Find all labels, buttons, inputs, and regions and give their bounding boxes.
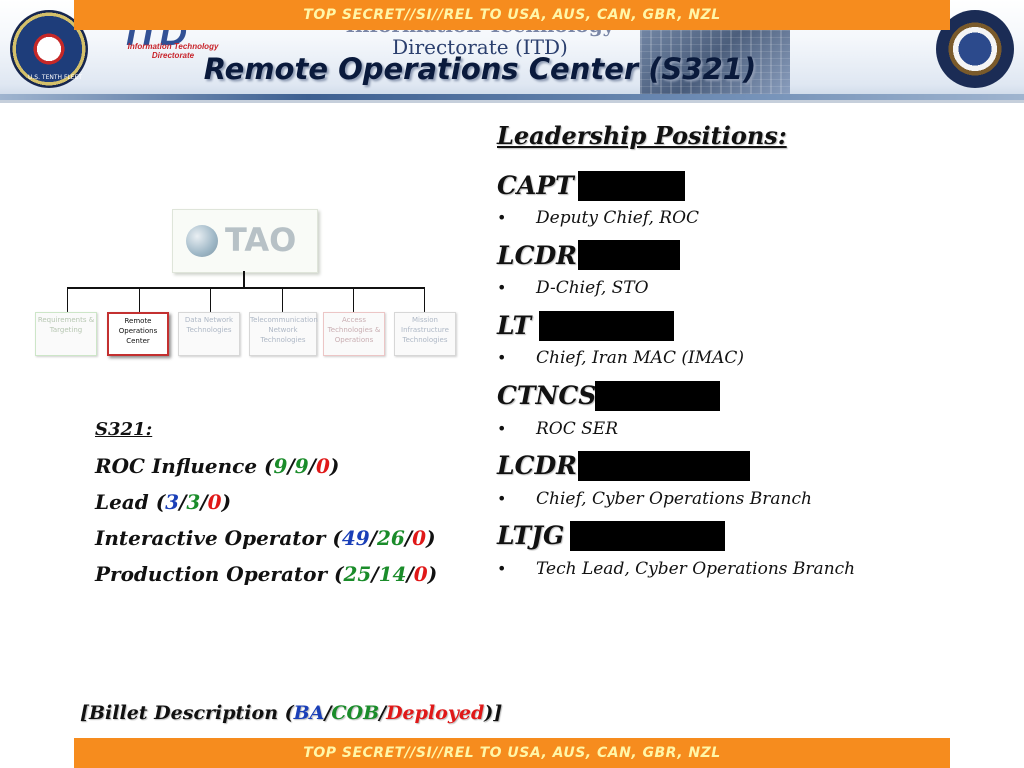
header-rule — [0, 94, 1024, 100]
seal-left-label: U.S. TENTH FLEET — [28, 74, 82, 81]
leadership-rank: LCDR — [497, 451, 577, 480]
tao-globe-icon — [186, 225, 218, 257]
billet-cob: 26 — [377, 526, 405, 550]
billet-label: Lead — [95, 490, 149, 514]
org-box-mission-infrastructure-technologies: Mission Infrastructure Technologies — [394, 312, 456, 356]
leadership-rank: LTJG — [497, 521, 565, 550]
billet-ba: 49 — [341, 526, 370, 550]
org-box-requirements-targeting: Requirements & Targeting — [35, 312, 97, 356]
redaction-bar — [578, 451, 750, 481]
redaction-bar — [539, 311, 674, 341]
billet-row: Lead (3/3/0) — [95, 490, 232, 514]
leadership-role: D-Chief, STO — [536, 278, 649, 298]
leadership-role: Deputy Chief, ROC — [536, 208, 700, 228]
billet-description-legend: [Billet Description (BA/COB/Deployed)] — [80, 702, 503, 724]
billet-cob: 3 — [186, 490, 201, 514]
billet-cob: 9 — [294, 454, 309, 478]
billet-row: Interactive Operator (49/26/0) — [95, 526, 436, 550]
header-rule-shadow — [0, 100, 1024, 103]
org-connector-drop — [282, 287, 283, 312]
org-connector-drop — [67, 287, 68, 312]
org-connector-drop — [424, 287, 425, 312]
org-chart-root-label: TAO — [225, 221, 297, 259]
directorate-title-name: Directorate (ITD) — [392, 35, 568, 59]
org-connector-bar — [67, 287, 425, 289]
leadership-role: ROC SER — [536, 419, 619, 439]
bullet-icon: • — [497, 419, 507, 438]
bullet-icon: • — [497, 278, 507, 297]
leadership-heading: Leadership Positions: — [497, 121, 787, 150]
billet-ba: 25 — [343, 562, 372, 586]
org-connector-drop — [353, 287, 354, 312]
billet-label: ROC Influence — [95, 454, 258, 478]
redaction-bar — [578, 240, 680, 270]
billet-legend-deployed: Deployed — [386, 702, 485, 724]
billet-row: ROC Influence (9/9/0) — [95, 454, 340, 478]
redaction-bar — [570, 521, 725, 551]
slide-title: Remote Operations Center (S321) — [203, 52, 757, 86]
leadership-role: Chief, Cyber Operations Branch — [536, 489, 812, 509]
billet-deployed: 0 — [207, 490, 222, 514]
bullet-icon: • — [497, 208, 507, 227]
billet-deployed: 0 — [315, 454, 330, 478]
org-box-access-technologies-operations: Access Technologies & Operations — [323, 312, 385, 356]
bullet-icon: • — [497, 348, 507, 367]
billet-cob: 14 — [378, 562, 407, 586]
s321-billets: S321: ROC Influence (9/9/0) Lead (3/3/0)… — [95, 418, 475, 592]
leadership-rank: CAPT — [497, 171, 574, 200]
billet-legend-ba: BA — [293, 702, 325, 724]
leadership-role: Tech Lead, Cyber Operations Branch — [536, 559, 856, 579]
classification-banner-bottom: TOP SECRET//SI//REL TO USA, AUS, CAN, GB… — [74, 738, 950, 768]
leadership-rank: CTNCS — [497, 381, 597, 410]
org-connector-drop — [139, 287, 140, 312]
org-chart-root: TAO — [172, 209, 318, 273]
header-building-image — [640, 20, 790, 94]
bullet-icon: • — [497, 489, 507, 508]
org-box-data-network-technologies: Data Network Technologies — [178, 312, 240, 356]
billet-legend-cob: COB — [331, 702, 380, 724]
bullet-icon: • — [497, 559, 507, 578]
billet-legend-prefix: [Billet Description ( — [80, 702, 294, 724]
org-connector-drop — [210, 287, 211, 312]
billet-deployed: 0 — [412, 526, 427, 550]
billet-deployed: 0 — [413, 562, 428, 586]
billet-label: Production Operator — [95, 562, 328, 586]
leadership-rank: LCDR — [497, 241, 577, 270]
classification-banner-top: TOP SECRET//SI//REL TO USA, AUS, CAN, GB… — [74, 0, 950, 30]
redaction-bar — [595, 381, 720, 411]
leadership-role: Chief, Iran MAC (IMAC) — [536, 348, 745, 368]
org-connector-trunk — [243, 271, 245, 287]
billet-ba: 9 — [273, 454, 288, 478]
s321-heading: S321: — [95, 419, 153, 440]
leadership-rank: LT — [497, 311, 532, 340]
billet-row: Production Operator (25/14/0) — [95, 562, 438, 586]
org-box-remote-operations-center: Remote Operations Center — [107, 312, 169, 356]
billet-ba: 3 — [165, 490, 180, 514]
redaction-bar — [578, 171, 685, 201]
itd-logo-subtitle: Information Technology Directorate — [127, 42, 219, 60]
billet-legend-suffix: )] — [484, 702, 503, 724]
billet-label: Interactive Operator — [95, 526, 326, 550]
org-box-telecommunication-network-technologies: Telecommunication Network Technologies — [249, 312, 318, 356]
